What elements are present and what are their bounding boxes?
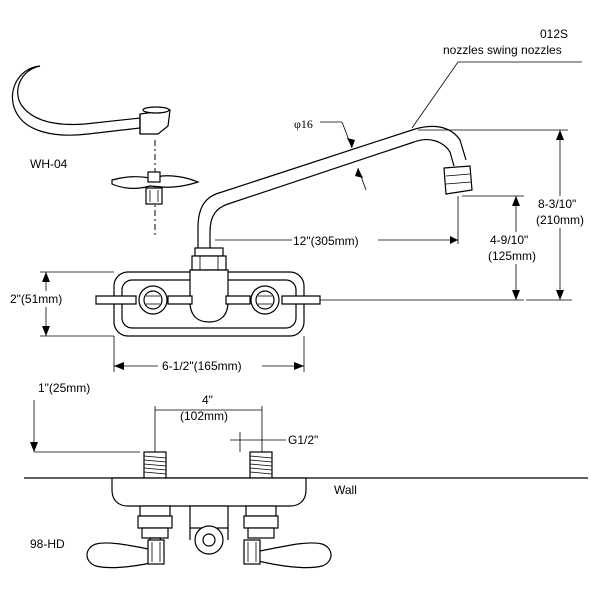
reach-arrowhead — [450, 236, 458, 244]
pipe-diameter-label: φ16 — [294, 117, 313, 131]
spout-base-top-view — [189, 505, 229, 555]
thread-label: G1/2" — [288, 433, 318, 447]
wall-label: Wall — [334, 483, 357, 497]
body-w-arrow-right — [294, 362, 304, 370]
height-outlet-label-b: (125mm) — [488, 249, 536, 263]
center-distance-b: (102mm) — [180, 409, 228, 423]
handle-top-label: WH-04 — [30, 157, 68, 171]
dia-arrowhead-2 — [355, 168, 363, 178]
height-outlet-label-a: 4-9/10" — [490, 233, 528, 247]
body-width-label: 6-1/2"(165mm) — [162, 359, 242, 373]
right-shank — [249, 451, 273, 479]
body-h-arrow-bottom — [42, 326, 50, 336]
body-h-arrow-top — [42, 272, 50, 282]
handle-bottom-label: 98-HD — [30, 537, 65, 551]
model-description: nozzles swing nozzles — [443, 43, 562, 57]
body-height-label-bg — [8, 291, 80, 307]
lever-handle-right — [243, 539, 332, 569]
model-code: 012S — [540, 27, 568, 41]
outlet-arrow-bottom — [512, 290, 520, 300]
body-w-arrow-left — [114, 362, 124, 370]
right-valve-stem — [243, 505, 279, 539]
outlet-arrow-top — [512, 196, 520, 206]
body-height-label: 2"(51mm) — [10, 292, 62, 306]
lever-handle-left — [86, 537, 165, 569]
body-top-view — [111, 477, 307, 507]
wrist-handle-wh04 — [11, 65, 200, 236]
total-arrow-bottom — [556, 290, 564, 300]
spout-reach-label: 12"(305mm) — [293, 234, 359, 248]
total-height-label-bg — [532, 196, 596, 228]
shank-length-label: 1"(25mm) — [38, 381, 90, 395]
body-width-label-bg — [158, 358, 262, 374]
left-valve-stem — [137, 505, 173, 539]
model-leader-line — [411, 61, 582, 129]
dia-arrowhead-1 — [347, 138, 355, 148]
height-total-label-a: 8-3/10" — [538, 197, 576, 211]
faucet-body-front — [95, 269, 321, 337]
total-arrow-top — [556, 130, 564, 140]
swing-spout — [191, 125, 473, 271]
shank-arrowhead — [30, 442, 38, 452]
left-shank — [143, 451, 167, 479]
outlet-height-label-bg — [484, 232, 546, 264]
center-distance-a: 4" — [202, 393, 213, 407]
height-total-label-b: (210mm) — [536, 213, 584, 227]
